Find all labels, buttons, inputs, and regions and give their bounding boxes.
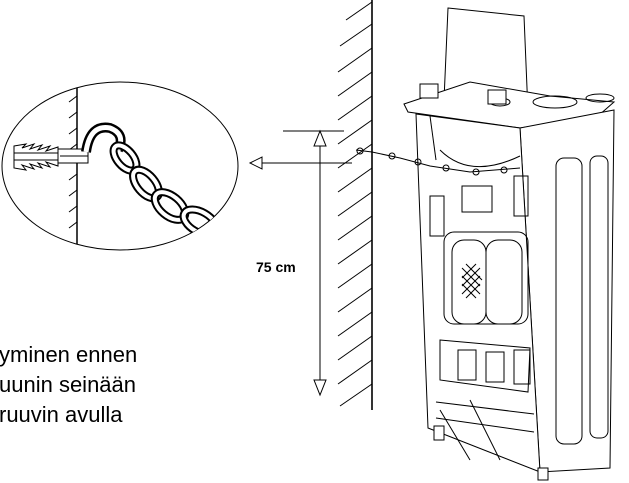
caption-line-1: yminen ennen <box>0 342 137 367</box>
wall <box>337 0 373 410</box>
detail-pointer-arrow <box>248 156 308 170</box>
cooker-chain <box>355 147 521 176</box>
cooker <box>355 7 616 481</box>
wall-anchor <box>13 142 89 171</box>
detail-callout <box>1 81 239 251</box>
grille <box>461 263 483 299</box>
caption-line-2: uunin seinään <box>0 372 136 397</box>
dimension-label: 75 cm <box>256 259 296 275</box>
caption-line-3: ruuvin avulla <box>0 402 123 427</box>
dimension-line <box>283 129 352 397</box>
